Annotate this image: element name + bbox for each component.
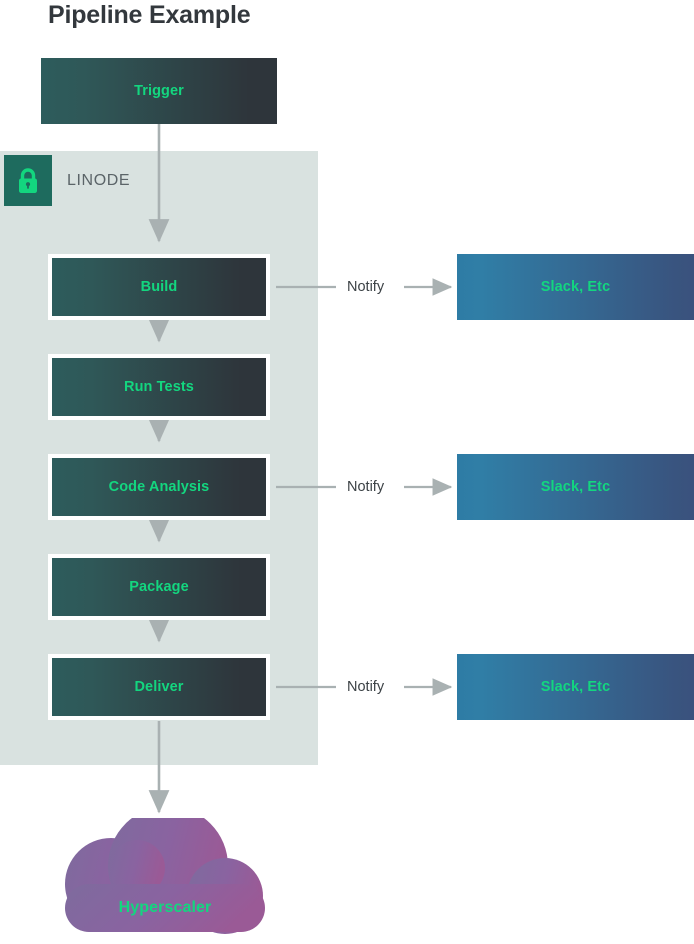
stage-box-run-tests[interactable]: Run Tests xyxy=(48,354,270,420)
stage-label: Package xyxy=(129,579,189,595)
stage-label: Trigger xyxy=(134,83,184,99)
stage-box-build[interactable]: Build xyxy=(48,254,270,320)
sink-label: Slack, Etc xyxy=(540,279,611,295)
stage-label: Code Analysis xyxy=(108,479,210,495)
stage-label: Deliver xyxy=(134,679,184,695)
sink-box-slack-3[interactable]: Slack, Etc xyxy=(457,654,694,720)
hyperscaler-cloud[interactable]: Hyperscaler xyxy=(45,806,285,944)
cloud-shape-icon xyxy=(65,806,265,934)
notify-label-2: Notify xyxy=(347,479,385,495)
sink-label: Slack, Etc xyxy=(540,479,611,495)
linode-zone-label: LINODE xyxy=(67,172,131,189)
stage-box-code-analysis[interactable]: Code Analysis xyxy=(48,454,270,520)
lock-icon xyxy=(19,167,37,193)
cloud-label: Hyperscaler xyxy=(118,899,212,916)
notify-label-1: Notify xyxy=(347,279,385,295)
lock-badge xyxy=(4,155,52,206)
stage-box-trigger[interactable]: Trigger xyxy=(41,58,277,124)
stage-label: Build xyxy=(140,279,178,295)
sink-box-slack-2[interactable]: Slack, Etc xyxy=(457,454,694,520)
stage-box-deliver[interactable]: Deliver xyxy=(48,654,270,720)
page-title: Pipeline Example xyxy=(48,1,251,29)
stage-label: Run Tests xyxy=(124,379,194,395)
sink-box-slack-1[interactable]: Slack, Etc xyxy=(457,254,694,320)
sink-label: Slack, Etc xyxy=(540,679,611,695)
stage-box-package[interactable]: Package xyxy=(48,554,270,620)
notify-label-3: Notify xyxy=(347,679,385,695)
